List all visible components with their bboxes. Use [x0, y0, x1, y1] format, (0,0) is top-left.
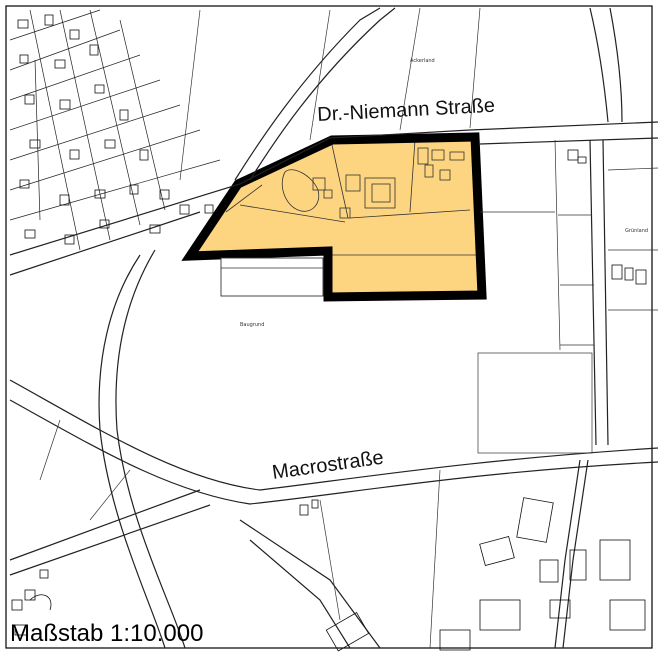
buildings-sw: [11, 569, 52, 636]
residential-parcels-nw: [9, 9, 221, 251]
scale-label: Maßstab 1:10.000: [10, 620, 204, 647]
houses-nw: [17, 14, 214, 245]
road-network: [9, 7, 658, 649]
field-label-central: Baugrund: [240, 322, 265, 328]
parcel-lines: [39, 7, 658, 649]
map-frame: [5, 5, 653, 649]
buildings-east: [299, 149, 647, 652]
parcel-west: [220, 257, 324, 297]
field-label-north: Ackerland: [410, 58, 435, 64]
highlighted-parcel-area: [181, 132, 487, 302]
field-label-east: Grünland: [625, 228, 649, 234]
